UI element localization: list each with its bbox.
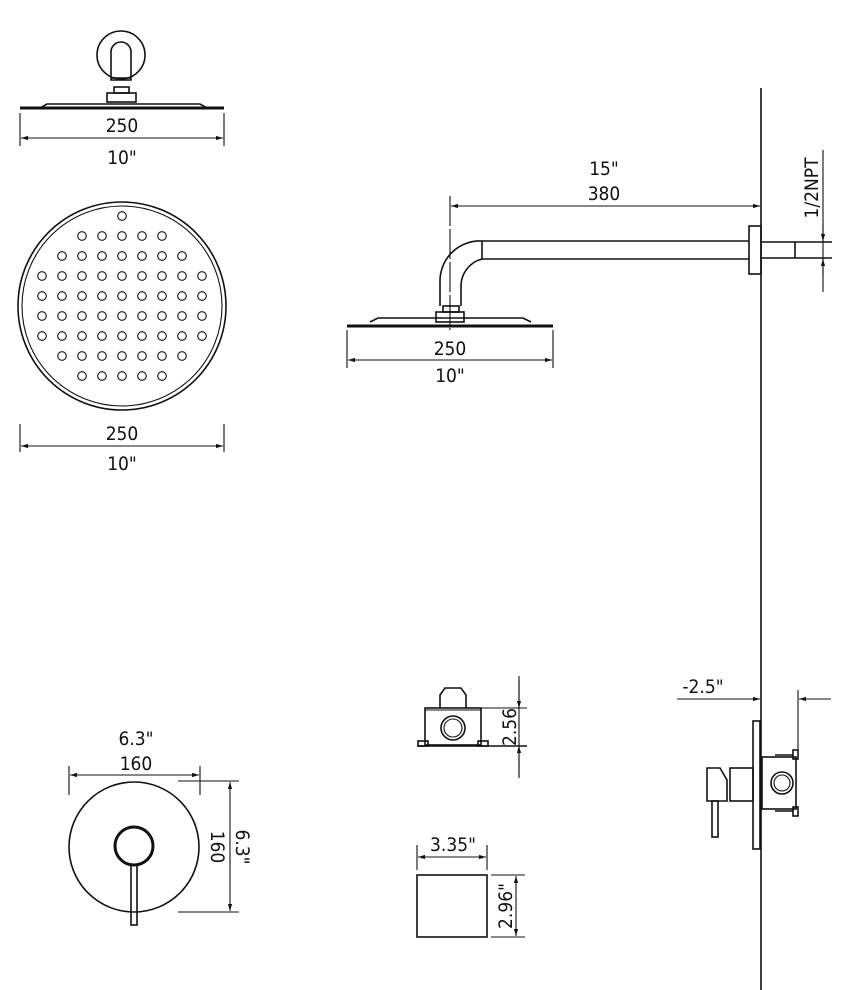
nozzle [77, 371, 87, 381]
trim-plate-front-view: 6.3" 160 160 6.3" [68, 728, 253, 926]
nozzle [197, 331, 207, 341]
nozzle [97, 331, 107, 341]
dim-mm: 250 [106, 115, 139, 137]
nozzle [37, 311, 47, 321]
nozzle [77, 291, 87, 301]
nozzle [137, 351, 147, 361]
nozzle [97, 371, 107, 381]
nozzle [117, 331, 127, 341]
nozzle [197, 311, 207, 321]
nozzle [117, 351, 127, 361]
nozzle [117, 271, 127, 281]
nozzle [177, 271, 187, 281]
thread-label: 1/2NPT [801, 157, 823, 219]
nozzle [97, 311, 107, 321]
nozzle [137, 331, 147, 341]
nozzle [97, 351, 107, 361]
nozzle [97, 231, 107, 241]
valve-installed-side-view: -2.5" [677, 676, 831, 850]
nozzle [157, 331, 167, 341]
nozzle [177, 351, 187, 361]
nozzle [137, 291, 147, 301]
depth-label: -2.5" [682, 676, 723, 698]
plate-width-mm: 160 [120, 753, 153, 775]
nozzle [77, 231, 87, 241]
valve-box-front-view: 3.35" 2.96" [416, 834, 525, 938]
nozzle [117, 231, 127, 241]
valve-box-side-view: 2.56 [417, 676, 527, 778]
nozzle [57, 311, 67, 321]
nozzle [177, 291, 187, 301]
nozzle [37, 271, 47, 281]
plate-height-mm: 160 [206, 831, 228, 864]
nozzle [177, 331, 187, 341]
nozzle [137, 271, 147, 281]
nozzle [57, 251, 67, 261]
nozzle [77, 331, 87, 341]
plate-width-in: 6.3" [118, 728, 153, 750]
nozzle [97, 271, 107, 281]
nozzle [77, 351, 87, 361]
nozzle [117, 251, 127, 261]
dim-in: 10" [107, 147, 137, 169]
nozzle [157, 311, 167, 321]
nozzle [157, 271, 167, 281]
arm-length-in: 15" [589, 158, 619, 180]
nozzle [117, 371, 127, 381]
nozzle [77, 311, 87, 321]
box-width: 3.35" [430, 834, 476, 856]
nozzle [97, 291, 107, 301]
nozzle [117, 291, 127, 301]
nozzle [137, 251, 147, 261]
head-dim-mm: 250 [434, 338, 467, 360]
nozzle [157, 351, 167, 361]
nozzle [197, 271, 207, 281]
nozzle-grid [37, 211, 207, 381]
nozzle [197, 291, 207, 301]
nozzle [177, 251, 187, 261]
nozzle [117, 211, 127, 221]
nozzle [57, 271, 67, 281]
nozzle [157, 291, 167, 301]
nozzle [77, 251, 87, 261]
nozzle [157, 251, 167, 261]
nozzle [117, 311, 127, 321]
nozzle [177, 311, 187, 321]
nozzle [137, 231, 147, 241]
dim-mm: 250 [106, 423, 139, 445]
nozzle [77, 271, 87, 281]
nozzle [157, 231, 167, 241]
shower-arm-side-view: 15" 380 250 10" 1/2NPT [346, 150, 832, 387]
head-dim-in: 10" [435, 365, 465, 387]
nozzle [37, 291, 47, 301]
nozzle [97, 251, 107, 261]
shower-head-top-view: 250 10" [19, 30, 225, 169]
nozzle [37, 331, 47, 341]
nozzle [137, 371, 147, 381]
nozzle [57, 331, 67, 341]
nozzle [157, 371, 167, 381]
box-height: 2.96" [495, 883, 517, 929]
arm-length-mm: 380 [588, 183, 621, 205]
nozzle [57, 351, 67, 361]
dim-in: 10" [107, 453, 137, 475]
nozzle [57, 291, 67, 301]
nozzle [137, 311, 147, 321]
box-height: 2.56 [499, 708, 521, 746]
plate-height-in: 6.3" [231, 829, 253, 864]
shower-head-plan-view: 250 10" [17, 201, 227, 475]
